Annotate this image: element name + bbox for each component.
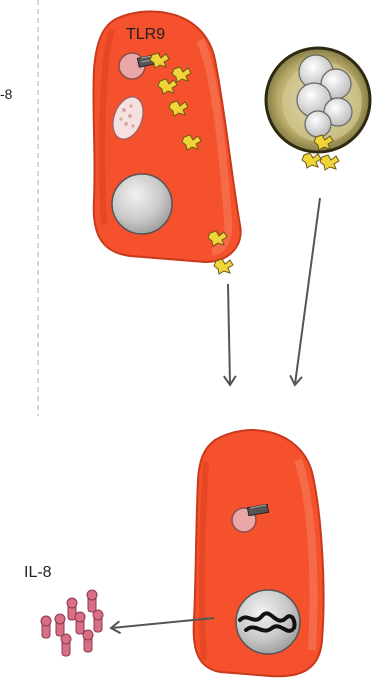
truncated-il8-label: -8 xyxy=(0,86,12,102)
il8-label: IL-8 xyxy=(24,564,52,582)
arrow-bacterium-to-activation xyxy=(295,198,320,384)
arrow-cell-to-activation xyxy=(228,284,230,384)
top-nucleus xyxy=(112,174,172,234)
top-epithelial-cell xyxy=(93,11,240,262)
il8-molecule-icon xyxy=(41,590,103,656)
bottom-nucleus xyxy=(236,590,300,654)
tlr9-label: TLR9 xyxy=(126,26,165,44)
